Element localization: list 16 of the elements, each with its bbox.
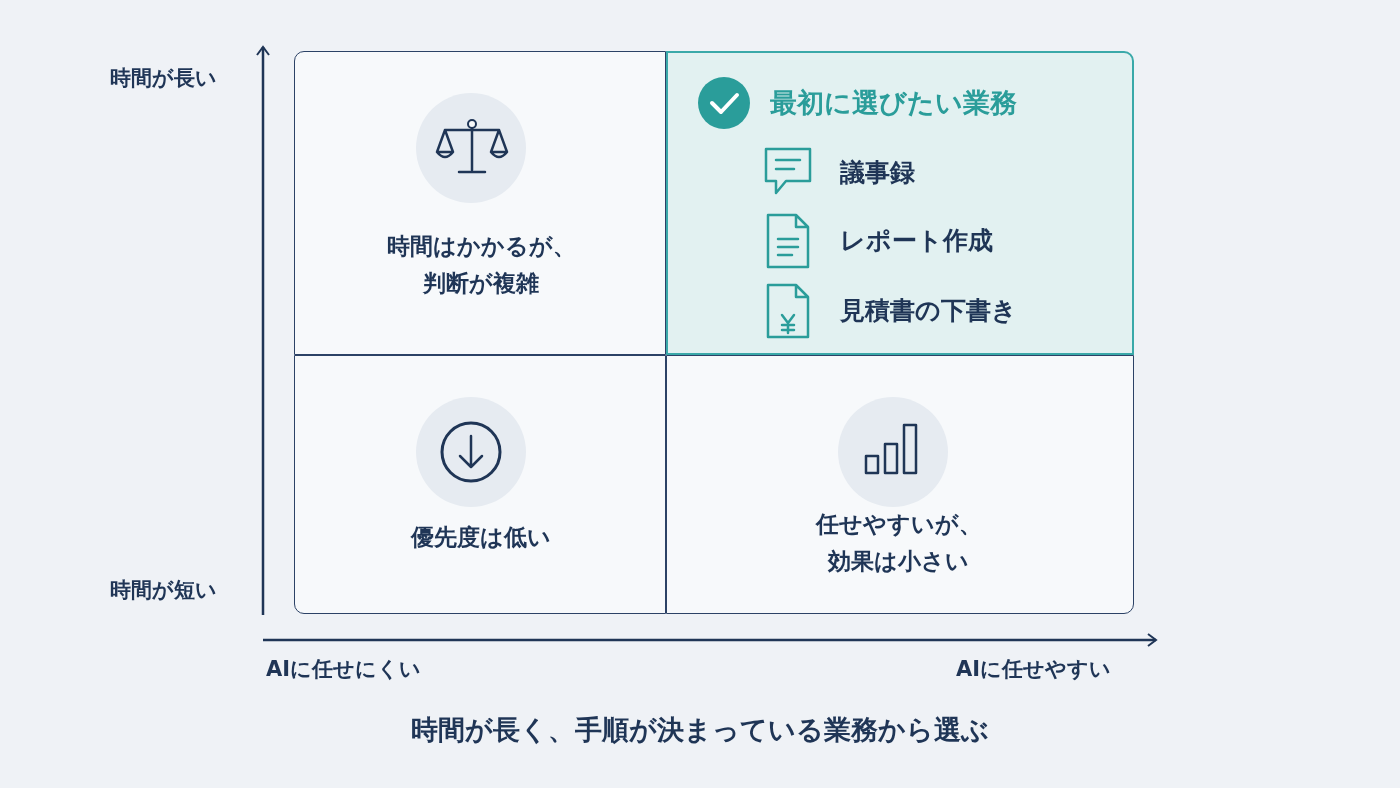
section-heading: 最初に選びたい業務 — [770, 86, 1017, 120]
axis-label: 時間が短い — [110, 577, 217, 604]
axis-label: AIに任せやすい — [956, 656, 1112, 683]
quadrant-text: 優先度は低い — [409, 523, 552, 552]
task-item: 見積書の下書き — [840, 295, 1017, 327]
axis-label: 時間が長い — [110, 65, 217, 92]
quadrant-text: 時間はかかるが、判断が複雑 — [385, 232, 577, 298]
axis-label: AIに任せにくい — [266, 656, 422, 683]
quadrant-panel — [666, 355, 1134, 614]
quadrant-text: 任せやすいが、効果は小さい — [814, 510, 983, 576]
quadrant-panel — [666, 51, 1134, 355]
quadrant-panel — [294, 51, 666, 355]
task-item: 議事録 — [840, 157, 915, 189]
caption: 時間が長く、手順が決まっている業務から選ぶ — [411, 714, 989, 745]
task-item: レポート作成 — [840, 225, 993, 257]
quadrant-panel — [294, 355, 666, 614]
